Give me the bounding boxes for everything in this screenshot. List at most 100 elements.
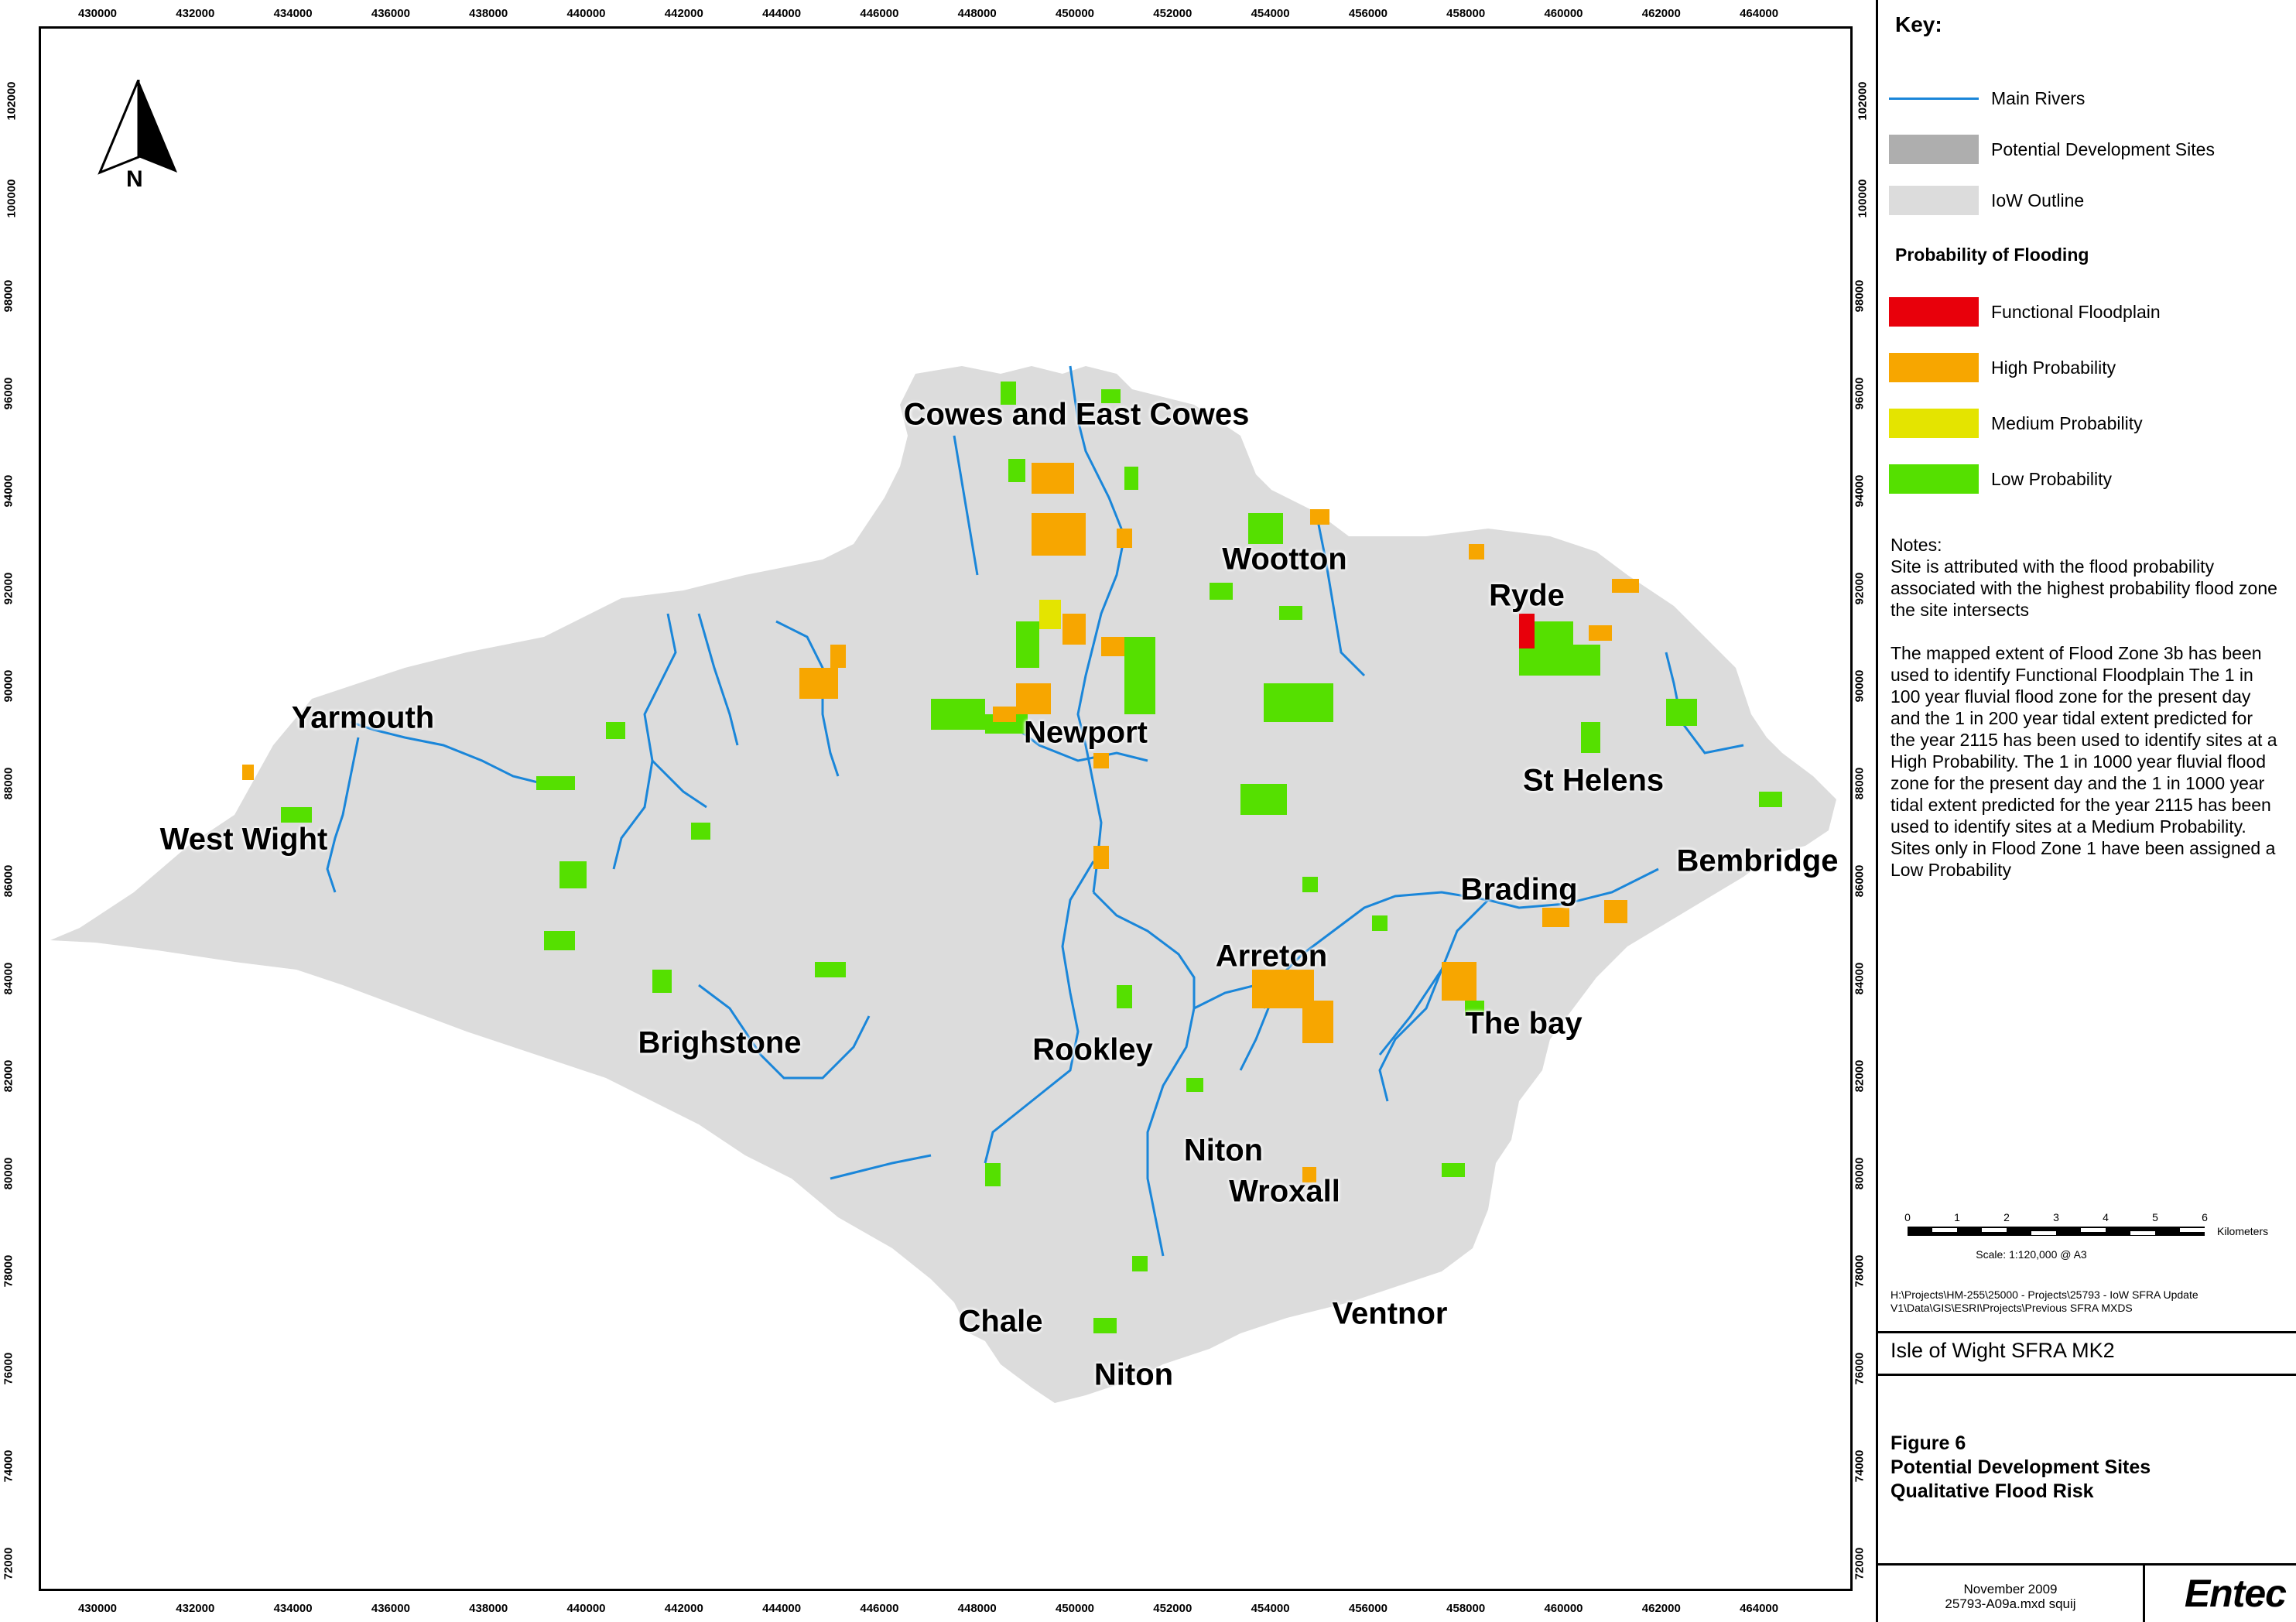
- scale-unit: Kilometers: [2217, 1225, 2269, 1237]
- x-tick-label: 452000: [1153, 7, 1192, 20]
- x-tick-label: 436000: [371, 7, 410, 20]
- place-label: Brighstone: [638, 1025, 802, 1060]
- y-tick-label: 74000: [2, 1449, 15, 1483]
- functional-swatch: [1889, 297, 1979, 327]
- x-tick-label: 458000: [1446, 7, 1486, 20]
- y-tick-label: 82000: [2, 1059, 15, 1093]
- river-west-1: [326, 737, 360, 893]
- x-tick-label: 452000: [1153, 1602, 1192, 1615]
- island-outline: [50, 366, 1836, 1403]
- place-label: Newport: [1024, 715, 1148, 750]
- date-box: November 2009 25793-A09a.mxd squij: [1878, 1565, 2143, 1622]
- x-tick-label: 444000: [762, 7, 802, 20]
- legend-high: High Probability: [1889, 351, 2116, 384]
- place-label: Niton: [1183, 1133, 1264, 1168]
- y-tick-label: 92000: [1853, 572, 1867, 605]
- probability-title: Probability of Flooding: [1895, 245, 2089, 265]
- y-tick-label: 96000: [1853, 377, 1867, 410]
- map-canvas[interactable]: [41, 29, 1853, 1591]
- place-label: Wroxall: [1229, 1174, 1340, 1209]
- x-tick-label: 430000: [77, 7, 118, 20]
- scale-number: 2: [2003, 1211, 2010, 1223]
- x-tick-label: 436000: [371, 1602, 410, 1615]
- y-tick-label: 90000: [1853, 669, 1867, 703]
- y-tick-label: 90000: [2, 669, 15, 703]
- y-tick-label: 78000: [2, 1254, 15, 1288]
- x-tick-label: 432000: [176, 1602, 215, 1615]
- scale-number: 4: [2103, 1211, 2109, 1223]
- x-tick-label: 442000: [664, 7, 703, 20]
- legend-label: Medium Probability: [1991, 412, 2143, 433]
- river-eastern-yar: [1262, 867, 1659, 1009]
- place-label: The bay: [1465, 1006, 1583, 1041]
- river-south: [984, 861, 1095, 1164]
- medium-probability-sites: [1039, 600, 1061, 629]
- figure-title-line-2: Potential Development Sites: [1891, 1456, 2151, 1478]
- place-label: Ryde: [1489, 578, 1565, 613]
- legend-label: Low Probability: [1991, 468, 2112, 489]
- x-tick-label: 456000: [1348, 7, 1388, 20]
- y-tick-label: 92000: [2, 572, 15, 605]
- north-arrow-icon: N: [97, 79, 180, 196]
- y-tick-label: 72000: [1853, 1547, 1867, 1580]
- place-label: Yarmouth: [291, 700, 435, 735]
- x-tick-label: 462000: [1641, 1602, 1681, 1615]
- y-tick-label: 86000: [2, 864, 15, 898]
- place-label: Bembridge: [1676, 844, 1839, 878]
- x-tick-label: 438000: [469, 7, 508, 20]
- scale-number: 0: [1904, 1211, 1911, 1223]
- x-tick-label: 446000: [860, 7, 899, 20]
- river-newport-west: [1008, 720, 1148, 762]
- x-tick-label: 464000: [1740, 7, 1779, 20]
- key-title: Key:: [1895, 12, 1942, 36]
- scale-number: 3: [2053, 1211, 2059, 1223]
- legend-low: Low Probability: [1889, 463, 2112, 495]
- legend-functional: Functional Floodplain: [1889, 296, 2161, 328]
- north-label: N: [126, 166, 143, 192]
- y-tick-label: 72000: [2, 1547, 15, 1580]
- high-probability-sites: [242, 463, 1639, 1182]
- river-west-3: [697, 613, 739, 746]
- functional-floodplain-sites: [1519, 614, 1535, 648]
- divider: [1878, 1563, 2296, 1566]
- dev-sites-swatch: [1889, 135, 1979, 164]
- place-label: Brading: [1460, 872, 1578, 907]
- logo-box: Entec: [2143, 1565, 2296, 1622]
- y-tick-label: 94000: [1853, 474, 1867, 508]
- legend-main-rivers: Main Rivers: [1889, 82, 2085, 115]
- divider: [1878, 1374, 2296, 1376]
- legend-medium: Medium Probability: [1889, 407, 2143, 440]
- x-tick-label: 438000: [469, 1602, 508, 1615]
- river-western-yar: [350, 720, 545, 785]
- low-swatch: [1889, 464, 1979, 494]
- y-tick-label: 74000: [1853, 1449, 1867, 1483]
- legend-iow-outline: IoW Outline: [1889, 184, 2084, 217]
- river-chale: [830, 1154, 932, 1180]
- figure-title: Figure 6 Potential Development Sites Qua…: [1891, 1432, 2151, 1504]
- y-tick-label: 102000: [1856, 81, 1870, 121]
- scale-bar-graphic: [1908, 1227, 2205, 1236]
- y-tick-label: 96000: [2, 377, 15, 410]
- river-wootton: [1316, 520, 1366, 677]
- x-tick-label: 440000: [566, 7, 606, 20]
- divider: [1878, 1331, 2296, 1333]
- river-line-swatch: [1889, 97, 1979, 100]
- y-tick-label: 94000: [2, 474, 15, 508]
- y-tick-label: 82000: [1853, 1059, 1867, 1093]
- notes-para-1: Site is attributed with the flood probab…: [1891, 556, 2277, 620]
- x-tick-label: 434000: [273, 7, 313, 20]
- place-label: Ventnor: [1332, 1296, 1448, 1331]
- y-tick-label: 80000: [1853, 1157, 1867, 1190]
- place-label: Chale: [958, 1304, 1043, 1339]
- river-ventnor: [1378, 969, 1443, 1056]
- x-tick-label: 434000: [273, 1602, 313, 1615]
- x-tick-label: 444000: [762, 1602, 802, 1615]
- x-tick-label: 456000: [1348, 1602, 1388, 1615]
- x-tick-label: 462000: [1641, 7, 1681, 20]
- x-tick-label: 448000: [957, 1602, 997, 1615]
- entec-logo: Entec: [2184, 1572, 2287, 1615]
- x-tick-label: 448000: [957, 7, 997, 20]
- high-swatch: [1889, 353, 1979, 382]
- legend-label: High Probability: [1991, 357, 2116, 378]
